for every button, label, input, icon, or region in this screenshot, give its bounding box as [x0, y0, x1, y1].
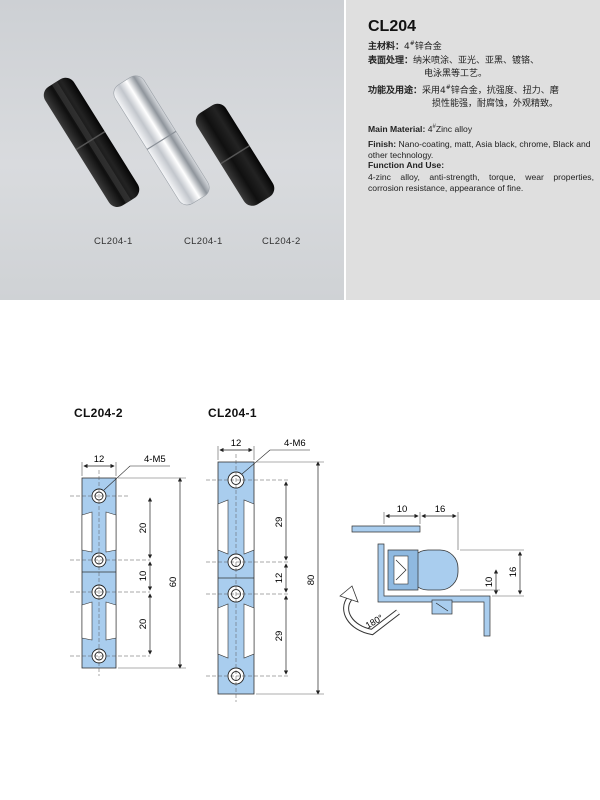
- cn-use-label: 功能及用途：: [368, 86, 423, 96]
- right-dim-b: 12: [274, 573, 285, 584]
- side-dim-right-b: 16: [508, 567, 519, 578]
- side-dim-top-b: 16: [435, 504, 446, 515]
- en-material-suffix: Zinc alloy: [435, 124, 473, 134]
- cn-use-line2: 损性能强，耐腐蚀，外观精致。: [432, 99, 559, 109]
- cn-use-line1a: 采用4: [422, 86, 446, 96]
- right-dim-total: 80: [306, 575, 317, 586]
- en-material: Main Material: 4#Zinc alloy: [368, 124, 472, 135]
- cn-use-line1b: 锌合金，抗强度、扭力、磨: [450, 86, 559, 96]
- drawing-title-right: CL204-1: [208, 406, 257, 420]
- short-black-hinge-photo: [195, 103, 275, 206]
- cn-sharp-2: #: [445, 84, 451, 91]
- drawing-side-view: 10 16 10 16 180°: [339, 504, 524, 637]
- photo-label-3: CL204-2: [262, 236, 301, 247]
- photo-label-2: CL204-1: [184, 236, 223, 247]
- en-use-text: 4-zinc alloy, anti-strength, torque, wea…: [368, 172, 594, 193]
- right-width-dim: 12: [231, 438, 242, 449]
- hinge-photo-image: [43, 75, 275, 207]
- technical-drawings: 12 4-M5 20 10 20 60: [70, 438, 524, 702]
- left-dim-a: 20: [138, 523, 149, 534]
- en-use-label: Function And Use:: [368, 160, 444, 171]
- left-width-dim: 12: [94, 454, 105, 465]
- cn-material-value: 4: [404, 42, 410, 52]
- drawing-cl204-2: 12 4-M5 20 10 20 60: [70, 454, 186, 676]
- model-title: CL204: [368, 18, 417, 35]
- drawing-title-left: CL204-2: [74, 406, 123, 420]
- black-hinge-photo: [43, 77, 140, 207]
- drawing-cl204-1: 12 4-M6 29 12 29 80: [206, 438, 324, 702]
- photo-label-1: CL204-1: [94, 236, 133, 247]
- cn-finish-line2: 电泳黑等工艺。: [424, 69, 488, 79]
- side-dim-right-a: 10: [484, 577, 495, 588]
- side-dim-top-a: 10: [397, 504, 408, 515]
- en-use-label-text: Function And Use:: [368, 160, 445, 170]
- en-sharp: #: [432, 124, 436, 131]
- cn-finish-line1: 纳米喷涂、亚光、亚黑、镀铬、: [413, 56, 540, 66]
- cn-finish-label: 表面处理：: [368, 56, 414, 66]
- left-dim-b: 10: [138, 571, 149, 582]
- left-dim-total: 60: [168, 577, 179, 588]
- en-finish-text: Nano-coating, matt, Asia black, chrome, …: [368, 139, 591, 160]
- chrome-hinge-photo: [113, 75, 210, 206]
- cn-material-label: 主材料：: [368, 42, 405, 52]
- left-dim-c: 20: [138, 619, 149, 630]
- cn-material: 主材料：4#锌合金: [368, 40, 442, 54]
- spec-panel: [346, 0, 600, 300]
- en-finish-label: Finish:: [368, 139, 397, 149]
- cn-use: 功能及用途：采用4#锌合金，抗强度、扭力、磨: [368, 84, 559, 98]
- left-holes-callout: 4-M5: [144, 454, 166, 465]
- right-dim-a: 29: [274, 517, 285, 528]
- right-holes-callout: 4-M6: [284, 438, 306, 449]
- cn-finish: 表面处理：纳米喷涂、亚光、亚黑、镀铬、: [368, 54, 539, 68]
- en-material-value: 4: [425, 124, 433, 134]
- cn-sharp-1: #: [409, 40, 415, 47]
- right-dim-c: 29: [274, 631, 285, 642]
- cn-material-suffix: 锌合金: [414, 42, 442, 52]
- en-finish: Finish: Nano-coating, matt, Asia black, …: [368, 139, 594, 161]
- product-photo: [0, 0, 344, 300]
- en-material-label: Main Material:: [368, 124, 426, 134]
